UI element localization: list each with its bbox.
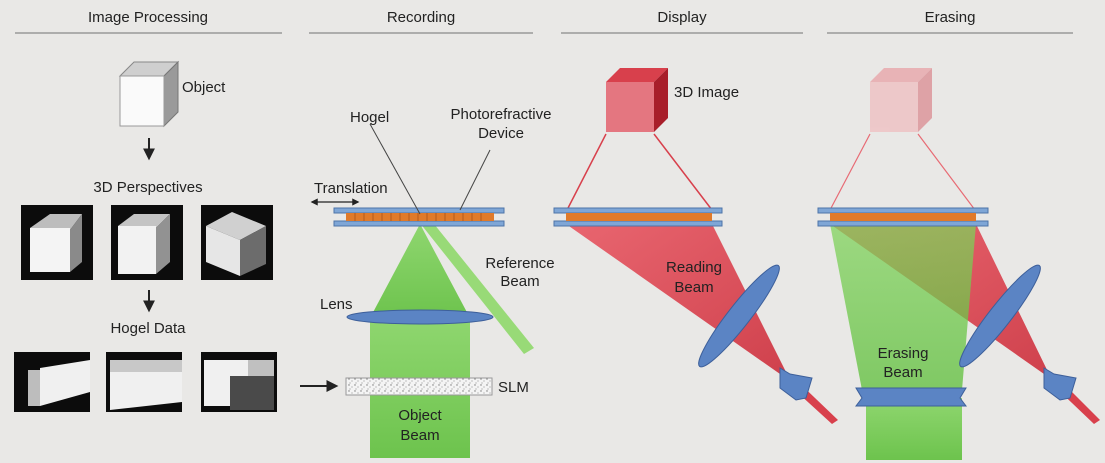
erasing-lens bbox=[959, 264, 1041, 368]
translation-label: Translation bbox=[314, 180, 388, 197]
display-small-lens bbox=[779, 367, 813, 401]
reading-beam bbox=[566, 224, 800, 388]
perspective-thumbnail bbox=[201, 205, 273, 280]
image-ray bbox=[917, 133, 976, 211]
hogel-label: Hogel bbox=[350, 109, 389, 126]
image-ray bbox=[653, 133, 713, 211]
erasing-beam-label-2: Beam bbox=[883, 364, 922, 381]
hogel-data-label: Hogel Data bbox=[110, 320, 186, 337]
header-image-processing: Image Processing bbox=[88, 9, 208, 26]
perspective-thumbnail bbox=[111, 205, 183, 280]
header-erasing: Erasing bbox=[925, 9, 976, 26]
hogel-data-image bbox=[201, 352, 277, 412]
object-label: Object bbox=[182, 79, 226, 96]
object-beam-label-2: Beam bbox=[400, 427, 439, 444]
slm-label: SLM bbox=[498, 379, 529, 396]
perspectives-label: 3D Perspectives bbox=[93, 179, 202, 196]
erasing-beam-lower bbox=[866, 398, 962, 460]
image-ray bbox=[566, 133, 607, 211]
erasing-concave-lens bbox=[855, 387, 967, 407]
recording-lens bbox=[346, 309, 494, 325]
object-beam-cone bbox=[370, 224, 470, 318]
device-label: Device bbox=[478, 125, 524, 142]
hogel-pointer bbox=[369, 123, 421, 215]
perspective-thumbnail bbox=[21, 205, 93, 280]
erasing-beam-label: Erasing bbox=[878, 345, 929, 362]
fading-image-cube bbox=[870, 68, 932, 132]
erasing-small-lens bbox=[1043, 367, 1077, 401]
hogel-data-image bbox=[106, 352, 182, 412]
erasing-device bbox=[817, 207, 989, 227]
object-beam-label: Object bbox=[398, 407, 442, 424]
reading-beam-label: Reading bbox=[666, 259, 722, 276]
device-pointer bbox=[459, 149, 491, 211]
3d-image-label: 3D Image bbox=[674, 84, 739, 101]
slm bbox=[345, 377, 493, 396]
header-recording: Recording bbox=[387, 9, 455, 26]
header-display: Display bbox=[657, 9, 707, 26]
erasing-beam bbox=[830, 224, 976, 390]
reference-beam bbox=[416, 214, 534, 354]
display-device bbox=[553, 207, 723, 227]
image-ray bbox=[829, 133, 871, 211]
photorefractive-label: Photorefractive bbox=[451, 106, 552, 123]
reference-beam-label: Reference bbox=[485, 255, 554, 272]
display-lens bbox=[698, 264, 780, 368]
hogel-data-image bbox=[14, 352, 90, 412]
reference-beam-label-2: Beam bbox=[500, 273, 539, 290]
3d-image-cube bbox=[606, 68, 668, 132]
reading-beam-label-2: Beam bbox=[674, 279, 713, 296]
photorefractive-device bbox=[333, 207, 505, 227]
lens-label: Lens bbox=[320, 296, 353, 313]
object-cube bbox=[118, 60, 180, 128]
